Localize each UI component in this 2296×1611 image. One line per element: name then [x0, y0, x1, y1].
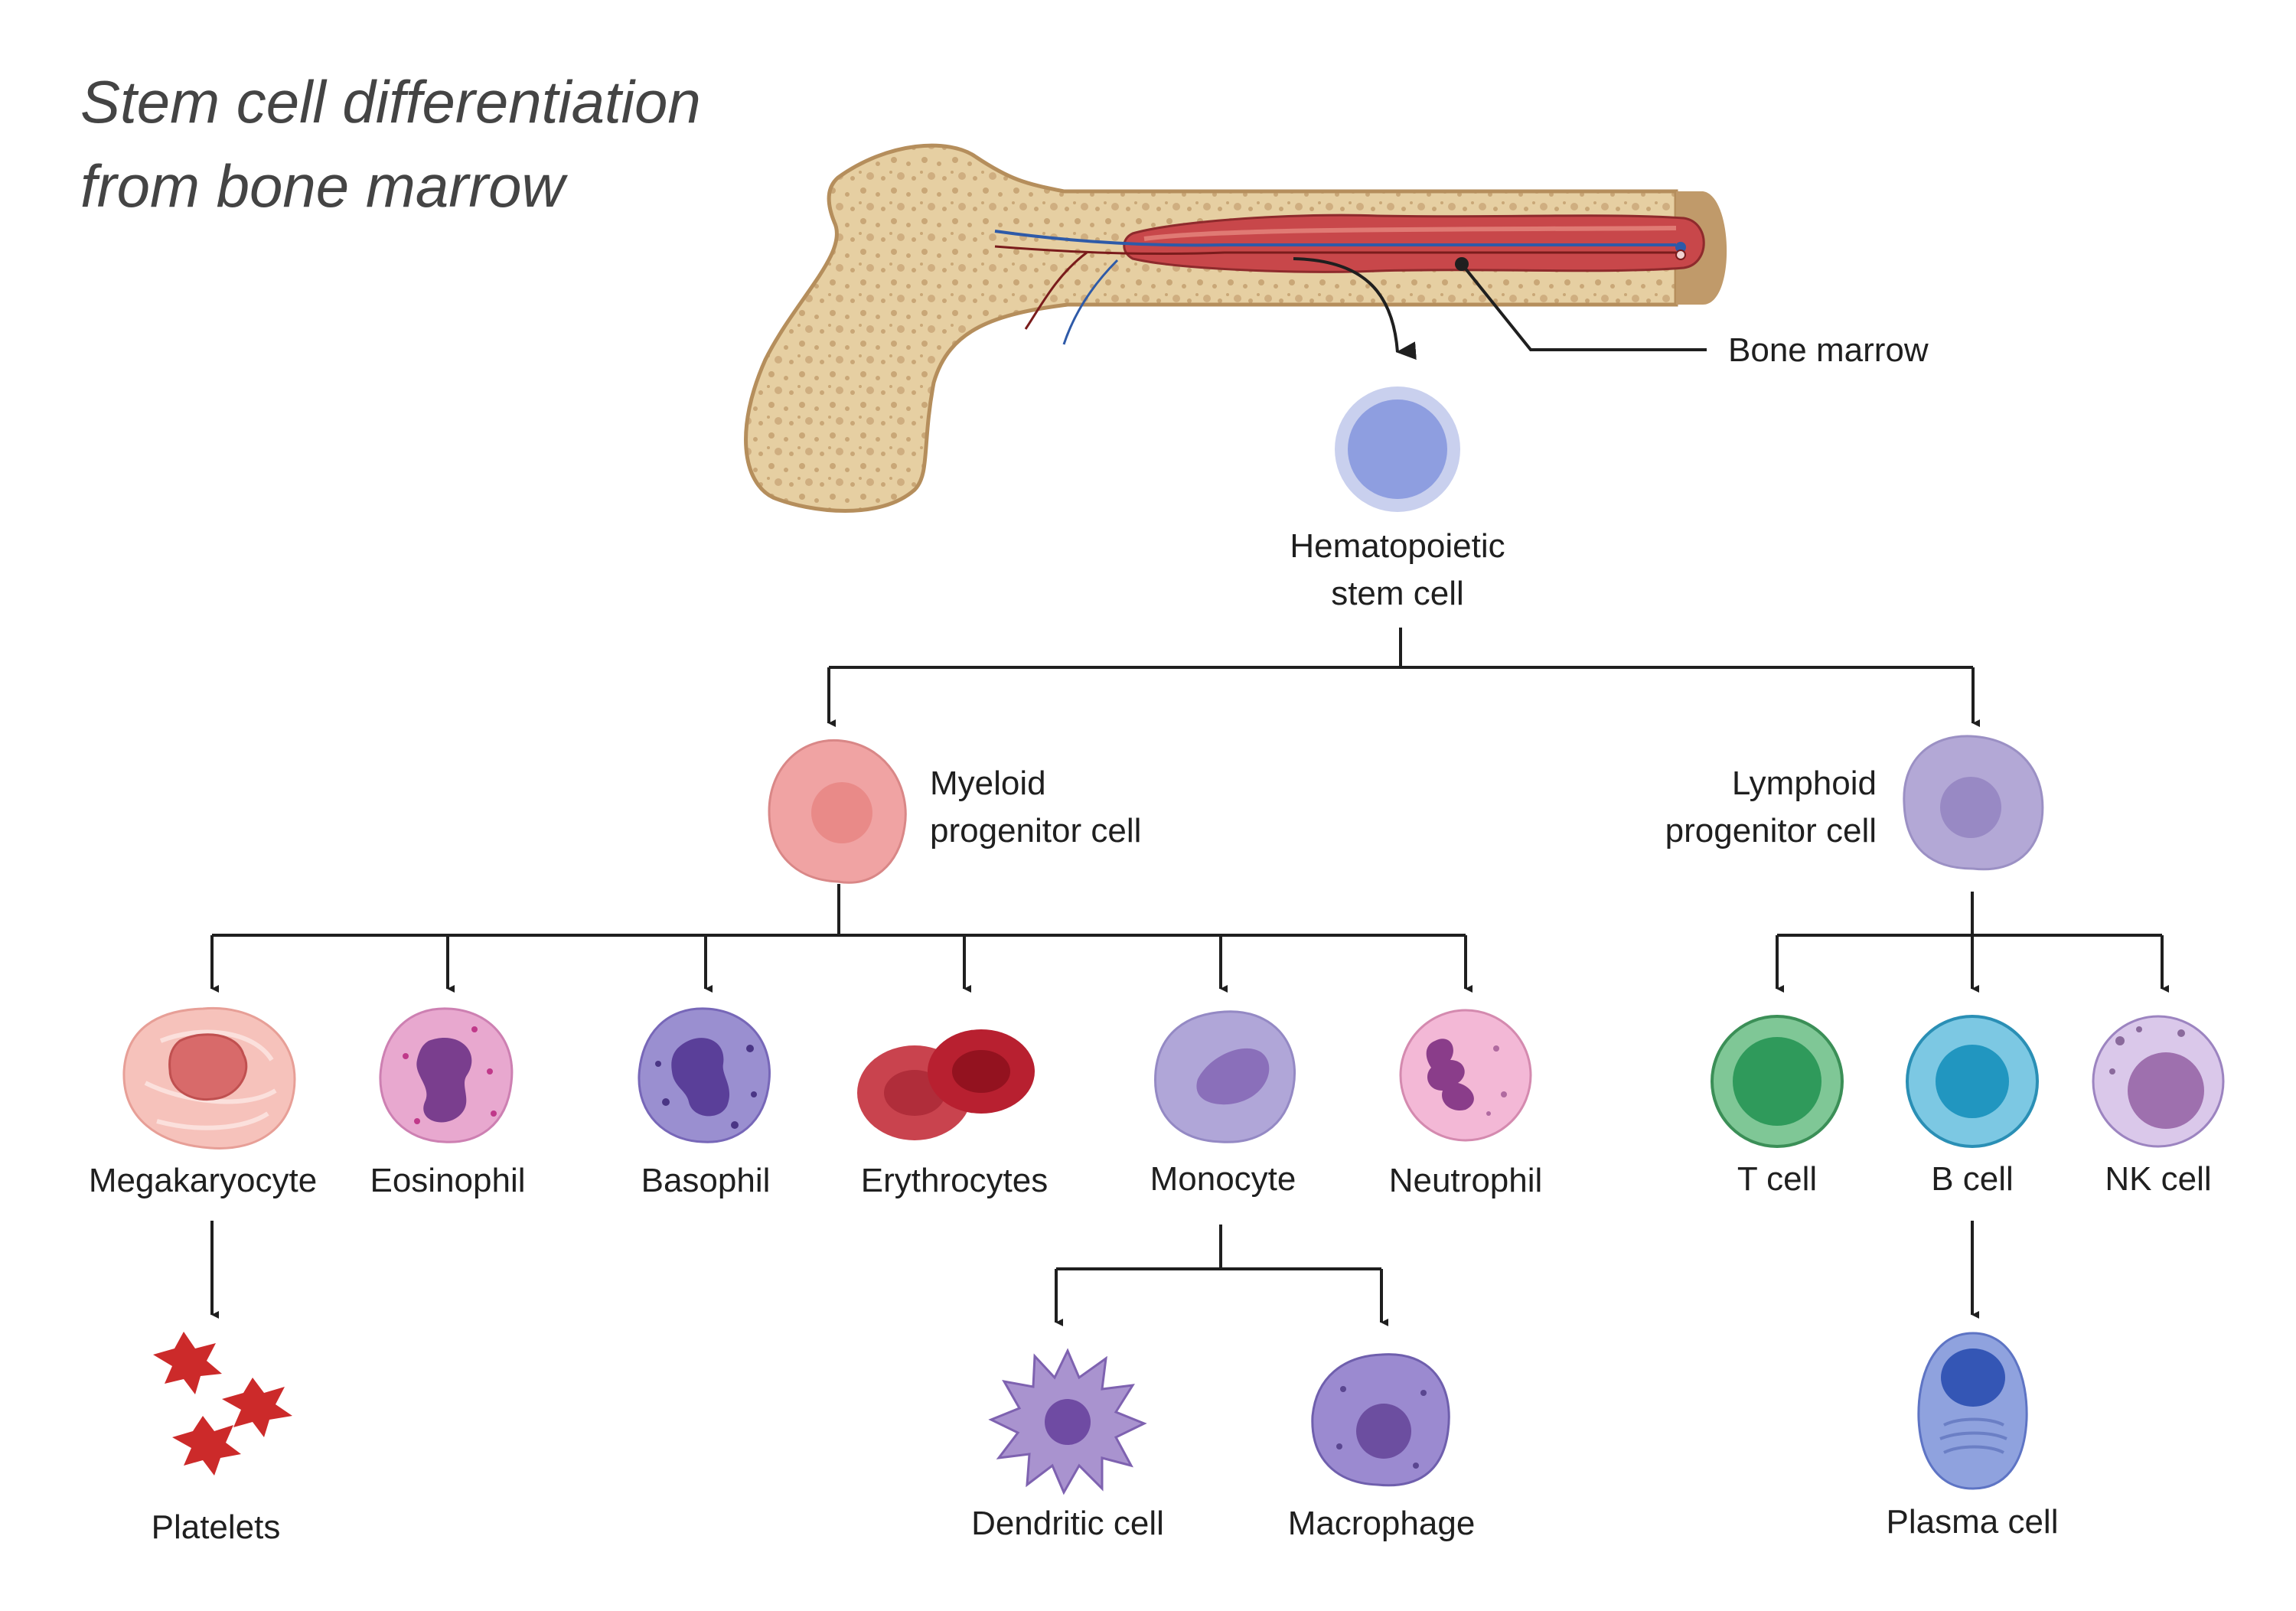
macrophage-label: Macrophage	[1288, 1505, 1476, 1542]
bone-shape	[744, 143, 1678, 513]
lymphoid-branch-line	[1777, 892, 2162, 937]
platelets-icon	[153, 1332, 292, 1476]
myeloid-label-2: progenitor cell	[930, 812, 1141, 850]
lymphoid-progenitor-icon	[1903, 735, 2044, 871]
blood-vessel-blue	[994, 230, 1676, 247]
hsc-branch-line	[829, 628, 1973, 669]
megakaryocyte-label: Megakaryocyte	[89, 1162, 317, 1199]
eosinophil-icon	[379, 1007, 514, 1143]
vessel-branch-1	[1024, 251, 1088, 330]
lymphoid-label-1: Lymphoid	[1732, 765, 1877, 802]
neutrophil-label: Neutrophil	[1389, 1162, 1543, 1199]
plasma-cell-label: Plasma cell	[1887, 1503, 2059, 1541]
nk-cell-label: NK cell	[2105, 1160, 2211, 1198]
hsc-label-2: stem cell	[1331, 575, 1464, 612]
macrophage-icon	[1311, 1353, 1450, 1487]
megakaryocyte-icon	[122, 1006, 296, 1150]
t-cell-label: T cell	[1737, 1160, 1817, 1198]
hsc-label-1: Hematopoietic	[1290, 527, 1505, 565]
myeloid-progenitor-icon	[768, 739, 907, 884]
b-cell-icon	[1906, 1015, 2039, 1148]
eosinophil-label: Eosinophil	[370, 1162, 525, 1199]
lymphoid-label-2: progenitor cell	[1665, 812, 1877, 850]
monocyte-icon	[1154, 1010, 1296, 1143]
erythrocytes-label: Erythrocytes	[861, 1162, 1049, 1199]
b-cell-label: B cell	[1931, 1160, 2014, 1198]
title-line-2: from bone marrow	[80, 152, 569, 220]
bone-illustration	[744, 143, 1727, 513]
basophil-label: Basophil	[641, 1162, 771, 1199]
hematopoietic-stem-cell-icon	[1335, 386, 1460, 512]
erythrocytes-icon	[857, 1029, 1035, 1140]
bone-marrow-label: Bone marrow	[1728, 331, 1929, 369]
vessel-end-red	[1675, 249, 1686, 260]
nk-cell-icon	[2092, 1015, 2225, 1148]
vessel-branch-2	[1062, 259, 1119, 345]
marrow-highlight	[1143, 226, 1677, 241]
t-cell-icon	[1711, 1015, 1844, 1148]
marrow-pointer-line	[1460, 263, 1707, 351]
monocyte-label: Monocyte	[1150, 1160, 1296, 1198]
myeloid-label-1: Myeloid	[930, 765, 1046, 802]
myeloid-branch-line	[212, 884, 1466, 937]
vessel-end-blue	[1675, 242, 1686, 253]
title-line-1: Stem cell differentiation	[80, 68, 701, 135]
marrow-to-stem-arrow	[1293, 257, 1417, 360]
monocyte-branch-line	[1056, 1225, 1381, 1270]
dendritic-cell-icon	[988, 1348, 1147, 1495]
plasma-cell-icon	[1917, 1332, 2028, 1490]
basophil-icon	[638, 1007, 771, 1143]
platelets-label: Platelets	[152, 1508, 281, 1546]
blood-vessel-red	[994, 245, 1676, 256]
dendritic-cell-label: Dendritic cell	[971, 1505, 1164, 1542]
neutrophil-icon	[1399, 1009, 1532, 1142]
